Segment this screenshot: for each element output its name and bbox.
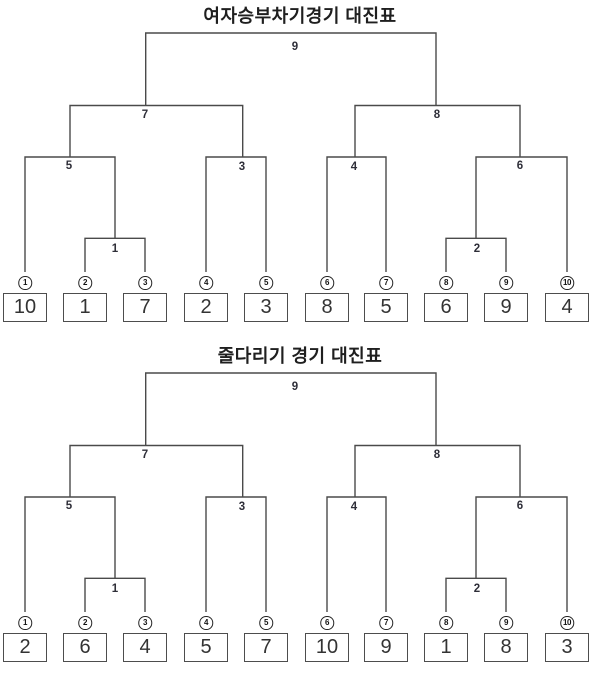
team-box-7: 9: [364, 633, 408, 662]
match-label-7: 7: [141, 449, 149, 461]
match-6-connector: [475, 156, 568, 272]
match-label-7: 7: [141, 109, 149, 121]
match-label-4: 4: [350, 501, 358, 513]
match-label-8: 8: [433, 449, 441, 461]
seed-circle-10: 10: [560, 276, 574, 290]
bracket-tug-of-war: 줄다리기 경기 대진표 9 7 8 5 3 4 6 1 2 1 2 3 4 5 …: [0, 340, 600, 683]
team-box-9: 8: [484, 633, 528, 662]
match-label-4: 4: [350, 161, 358, 173]
match-7-connector: [69, 104, 244, 157]
match-label-3: 3: [238, 501, 246, 513]
team-box-5: 3: [244, 293, 288, 322]
match-9-connector: [144, 32, 437, 106]
match-2-connector: [445, 237, 507, 272]
match-4-connector: [326, 496, 387, 612]
team-box-9: 9: [484, 293, 528, 322]
match-3-connector: [205, 496, 267, 612]
seed-circle-4: 4: [199, 276, 213, 290]
match-label-9: 9: [291, 41, 299, 53]
match-label-1: 1: [111, 583, 119, 595]
match-label-3: 3: [238, 161, 246, 173]
seed-circle-8: 8: [439, 276, 453, 290]
team-box-6: 10: [305, 633, 349, 662]
match-9-connector: [144, 372, 437, 446]
seed-circle-5: 5: [259, 616, 273, 630]
seed-circle-10: 10: [560, 616, 574, 630]
team-box-10: 4: [545, 293, 589, 322]
team-box-1: 10: [3, 293, 47, 322]
seed-circle-9: 9: [499, 616, 513, 630]
seed-circle-5: 5: [259, 276, 273, 290]
seed-circle-8: 8: [439, 616, 453, 630]
team-box-1: 2: [3, 633, 47, 662]
team-box-4: 5: [184, 633, 228, 662]
seed-circle-4: 4: [199, 616, 213, 630]
bracket-connector-lines: [24, 372, 568, 612]
match-7-connector: [69, 444, 244, 497]
match-5-connector: [24, 156, 116, 272]
team-box-10: 3: [545, 633, 589, 662]
team-box-8: 1: [424, 633, 468, 662]
match-2-connector: [445, 577, 507, 612]
match-5-connector: [24, 496, 116, 612]
match-1-connector: [84, 237, 146, 272]
team-box-7: 5: [364, 293, 408, 322]
seed-circle-7: 7: [379, 616, 393, 630]
seed-circle-6: 6: [320, 276, 334, 290]
match-8-connector: [354, 444, 521, 497]
seed-circle-7: 7: [379, 276, 393, 290]
seed-circle-9: 9: [499, 276, 513, 290]
bracket-connector-lines: [24, 32, 568, 272]
seed-circle-2: 2: [78, 276, 92, 290]
seed-circle-3: 3: [138, 276, 152, 290]
seed-circle-1: 1: [18, 276, 32, 290]
bracket-title: 여자승부차기경기 대진표: [203, 6, 397, 26]
match-label-5: 5: [65, 500, 73, 512]
seed-circle-3: 3: [138, 616, 152, 630]
match-label-6: 6: [516, 500, 524, 512]
match-label-2: 2: [473, 243, 481, 255]
team-box-6: 8: [305, 293, 349, 322]
match-4-connector: [326, 156, 387, 272]
seed-circle-1: 1: [18, 616, 32, 630]
team-box-4: 2: [184, 293, 228, 322]
match-label-1: 1: [111, 243, 119, 255]
match-1-connector: [84, 577, 146, 612]
match-label-6: 6: [516, 160, 524, 172]
team-box-2: 1: [63, 293, 107, 322]
team-box-5: 7: [244, 633, 288, 662]
match-6-connector: [475, 496, 568, 612]
match-label-8: 8: [433, 109, 441, 121]
team-box-2: 6: [63, 633, 107, 662]
seed-circle-2: 2: [78, 616, 92, 630]
bracket-women-penalty-shootout: 여자승부차기경기 대진표 9 7 8 5 3 4 6 1 2 1 2 3 4 5…: [3, 6, 589, 322]
team-box-8: 6: [424, 293, 468, 322]
match-8-connector: [354, 104, 521, 157]
seed-circle-6: 6: [320, 616, 334, 630]
match-3-connector: [205, 156, 267, 272]
match-label-5: 5: [65, 160, 73, 172]
match-label-9: 9: [291, 381, 299, 393]
team-box-3: 4: [123, 633, 167, 662]
match-label-2: 2: [473, 583, 481, 595]
bracket-title: 줄다리기 경기 대진표: [217, 346, 383, 366]
team-box-3: 7: [123, 293, 167, 322]
